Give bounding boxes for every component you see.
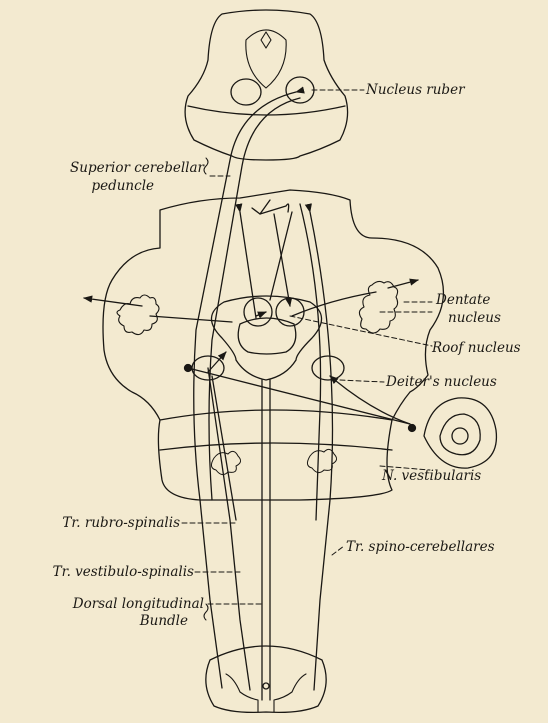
spinal-cord-section (206, 646, 326, 712)
label-deiters-nucleus: Deiter's nucleus (386, 374, 497, 390)
leader-lines (182, 90, 432, 604)
label-dorsal-longitudinal: Dorsal longitudinal (4, 596, 204, 612)
nucleus-ruber-right (286, 77, 314, 103)
label-dentate: Dentate (436, 292, 490, 308)
label-roof-nucleus: Roof nucleus (432, 340, 521, 356)
label-superior-cerebellar: Superior cerebellar (18, 160, 204, 176)
label-tr-spino-cerebellares: Tr. spino-cerebellares (346, 539, 495, 555)
label-peduncle: peduncle (18, 178, 154, 194)
midbrain-section (185, 10, 347, 160)
label-tr-rubro-spinalis: Tr. rubro-spinalis (4, 515, 180, 531)
label-dentate-nucleus: nucleus (448, 310, 501, 326)
label-bundle: Bundle (4, 613, 188, 629)
vestibular-organ (424, 398, 496, 468)
label-n-vestibularis: N. vestibularis (382, 468, 481, 484)
label-tr-vestibulo-spinalis: Tr. vestibulo-spinalis (2, 564, 194, 580)
label-nucleus-ruber: Nucleus ruber (366, 82, 465, 98)
